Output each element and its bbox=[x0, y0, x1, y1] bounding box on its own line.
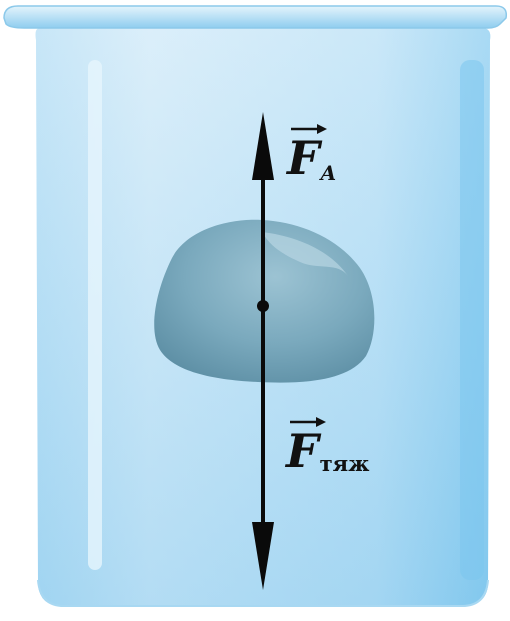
stone-highlight bbox=[262, 232, 348, 276]
vector-arrow-icon bbox=[291, 124, 327, 134]
center-point bbox=[257, 300, 269, 312]
buoyant-force-label: F A bbox=[287, 124, 337, 185]
beaker-rim bbox=[3, 5, 508, 29]
gravity-force-symbol: F bbox=[286, 424, 319, 478]
force-arrows bbox=[252, 112, 274, 590]
vector-arrow-icon bbox=[290, 417, 326, 427]
beaker-bottom bbox=[37, 579, 489, 607]
buoyant-arrowhead bbox=[252, 112, 274, 180]
gravity-arrowhead bbox=[252, 522, 274, 590]
glass-edge bbox=[460, 60, 484, 580]
gravity-force-subscript: тяж bbox=[319, 451, 370, 476]
gravity-force-label: F тяж bbox=[286, 417, 370, 476]
buoyant-force-subscript: A bbox=[320, 161, 337, 185]
buoyant-force-symbol: F bbox=[287, 131, 320, 185]
glass-highlight bbox=[88, 60, 102, 570]
